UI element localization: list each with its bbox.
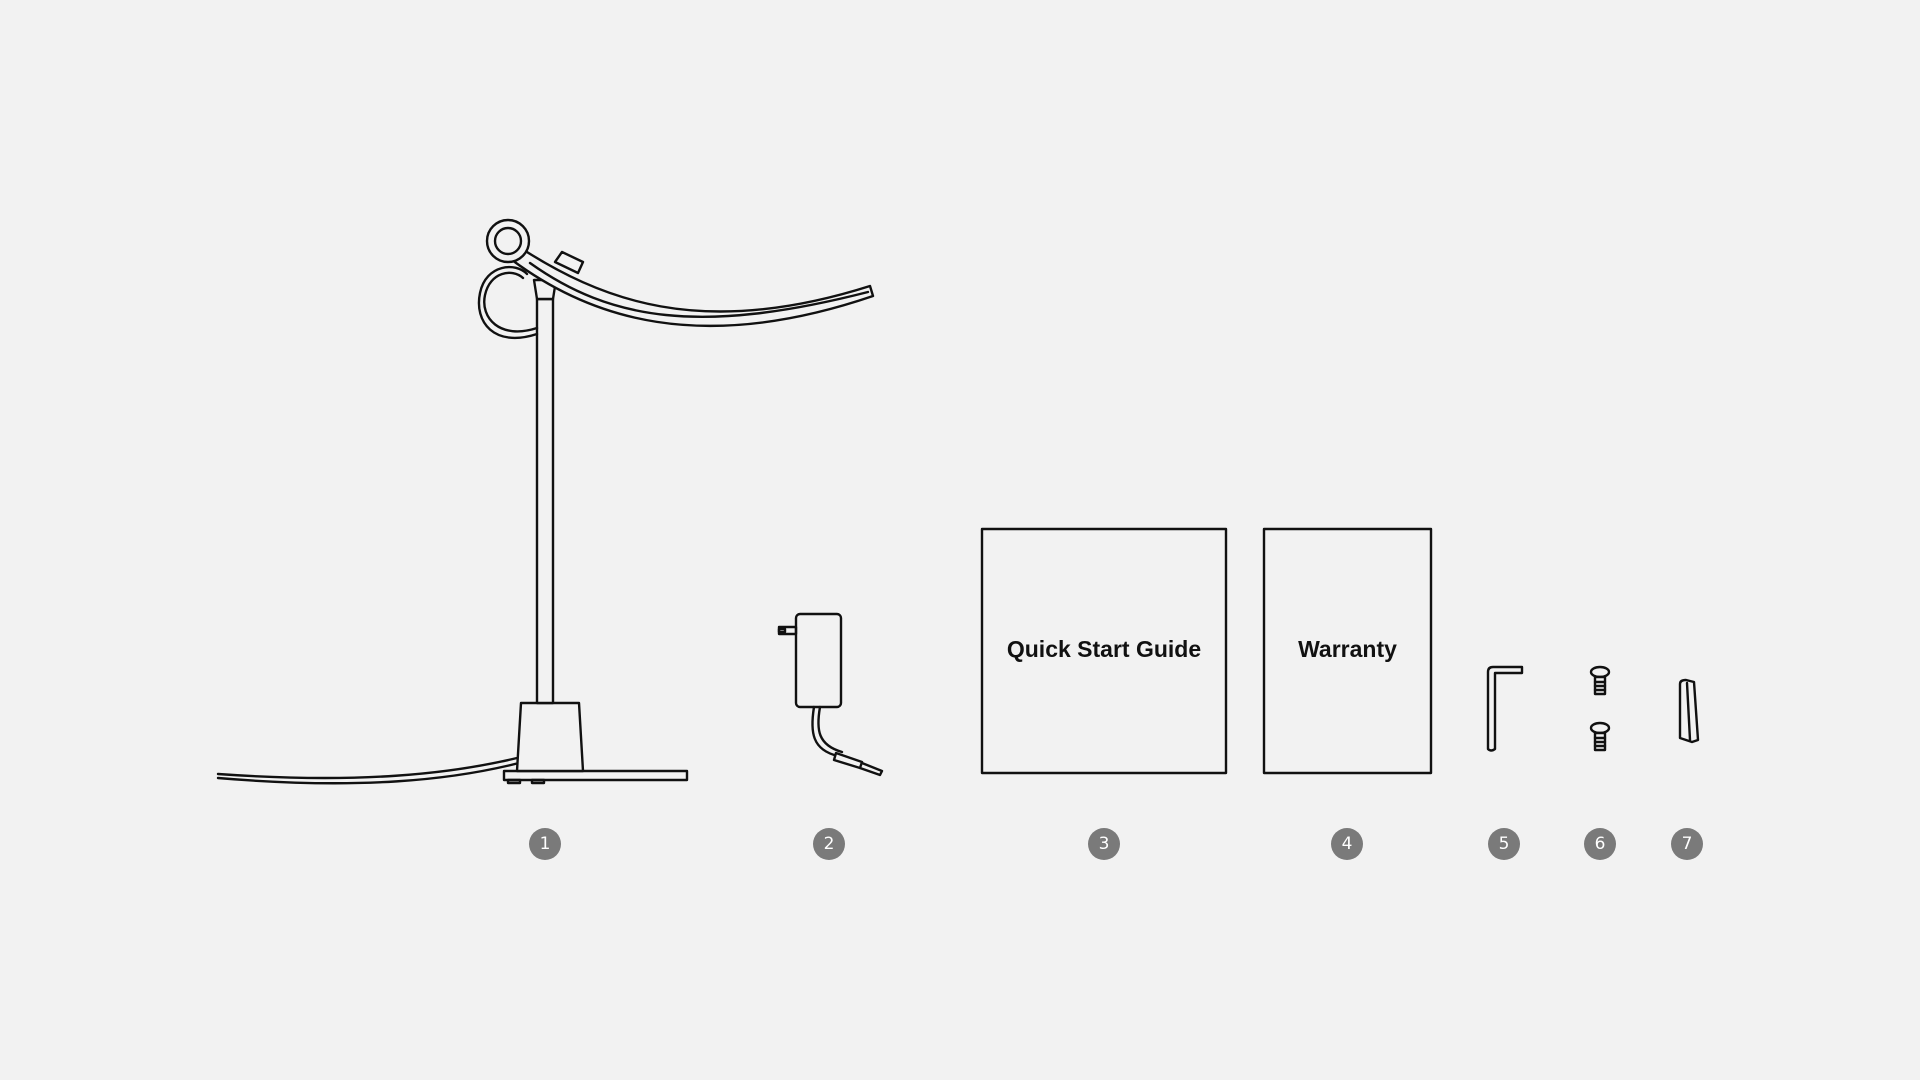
item-number-badge: 3	[1088, 828, 1120, 860]
quick-start-guide-booklet-icon	[980, 527, 1228, 775]
screw-icon	[1589, 665, 1611, 752]
desk-lamp-icon	[216, 218, 875, 785]
power-adapter-icon	[777, 612, 884, 777]
quick-start-guide-label: Quick Start Guide	[1006, 636, 1202, 662]
item-number-badge: 2	[813, 828, 845, 860]
warranty-booklet-icon	[1262, 527, 1433, 775]
item-number-badge: 4	[1331, 828, 1363, 860]
clip-icon	[1678, 678, 1700, 744]
allen-key-icon	[1486, 665, 1524, 752]
warranty-label: Warranty	[1298, 636, 1397, 662]
item-number-badge: 1	[529, 828, 561, 860]
item-number-badge: 6	[1584, 828, 1616, 860]
item-number-badge: 7	[1671, 828, 1703, 860]
item-number-badge: 5	[1488, 828, 1520, 860]
